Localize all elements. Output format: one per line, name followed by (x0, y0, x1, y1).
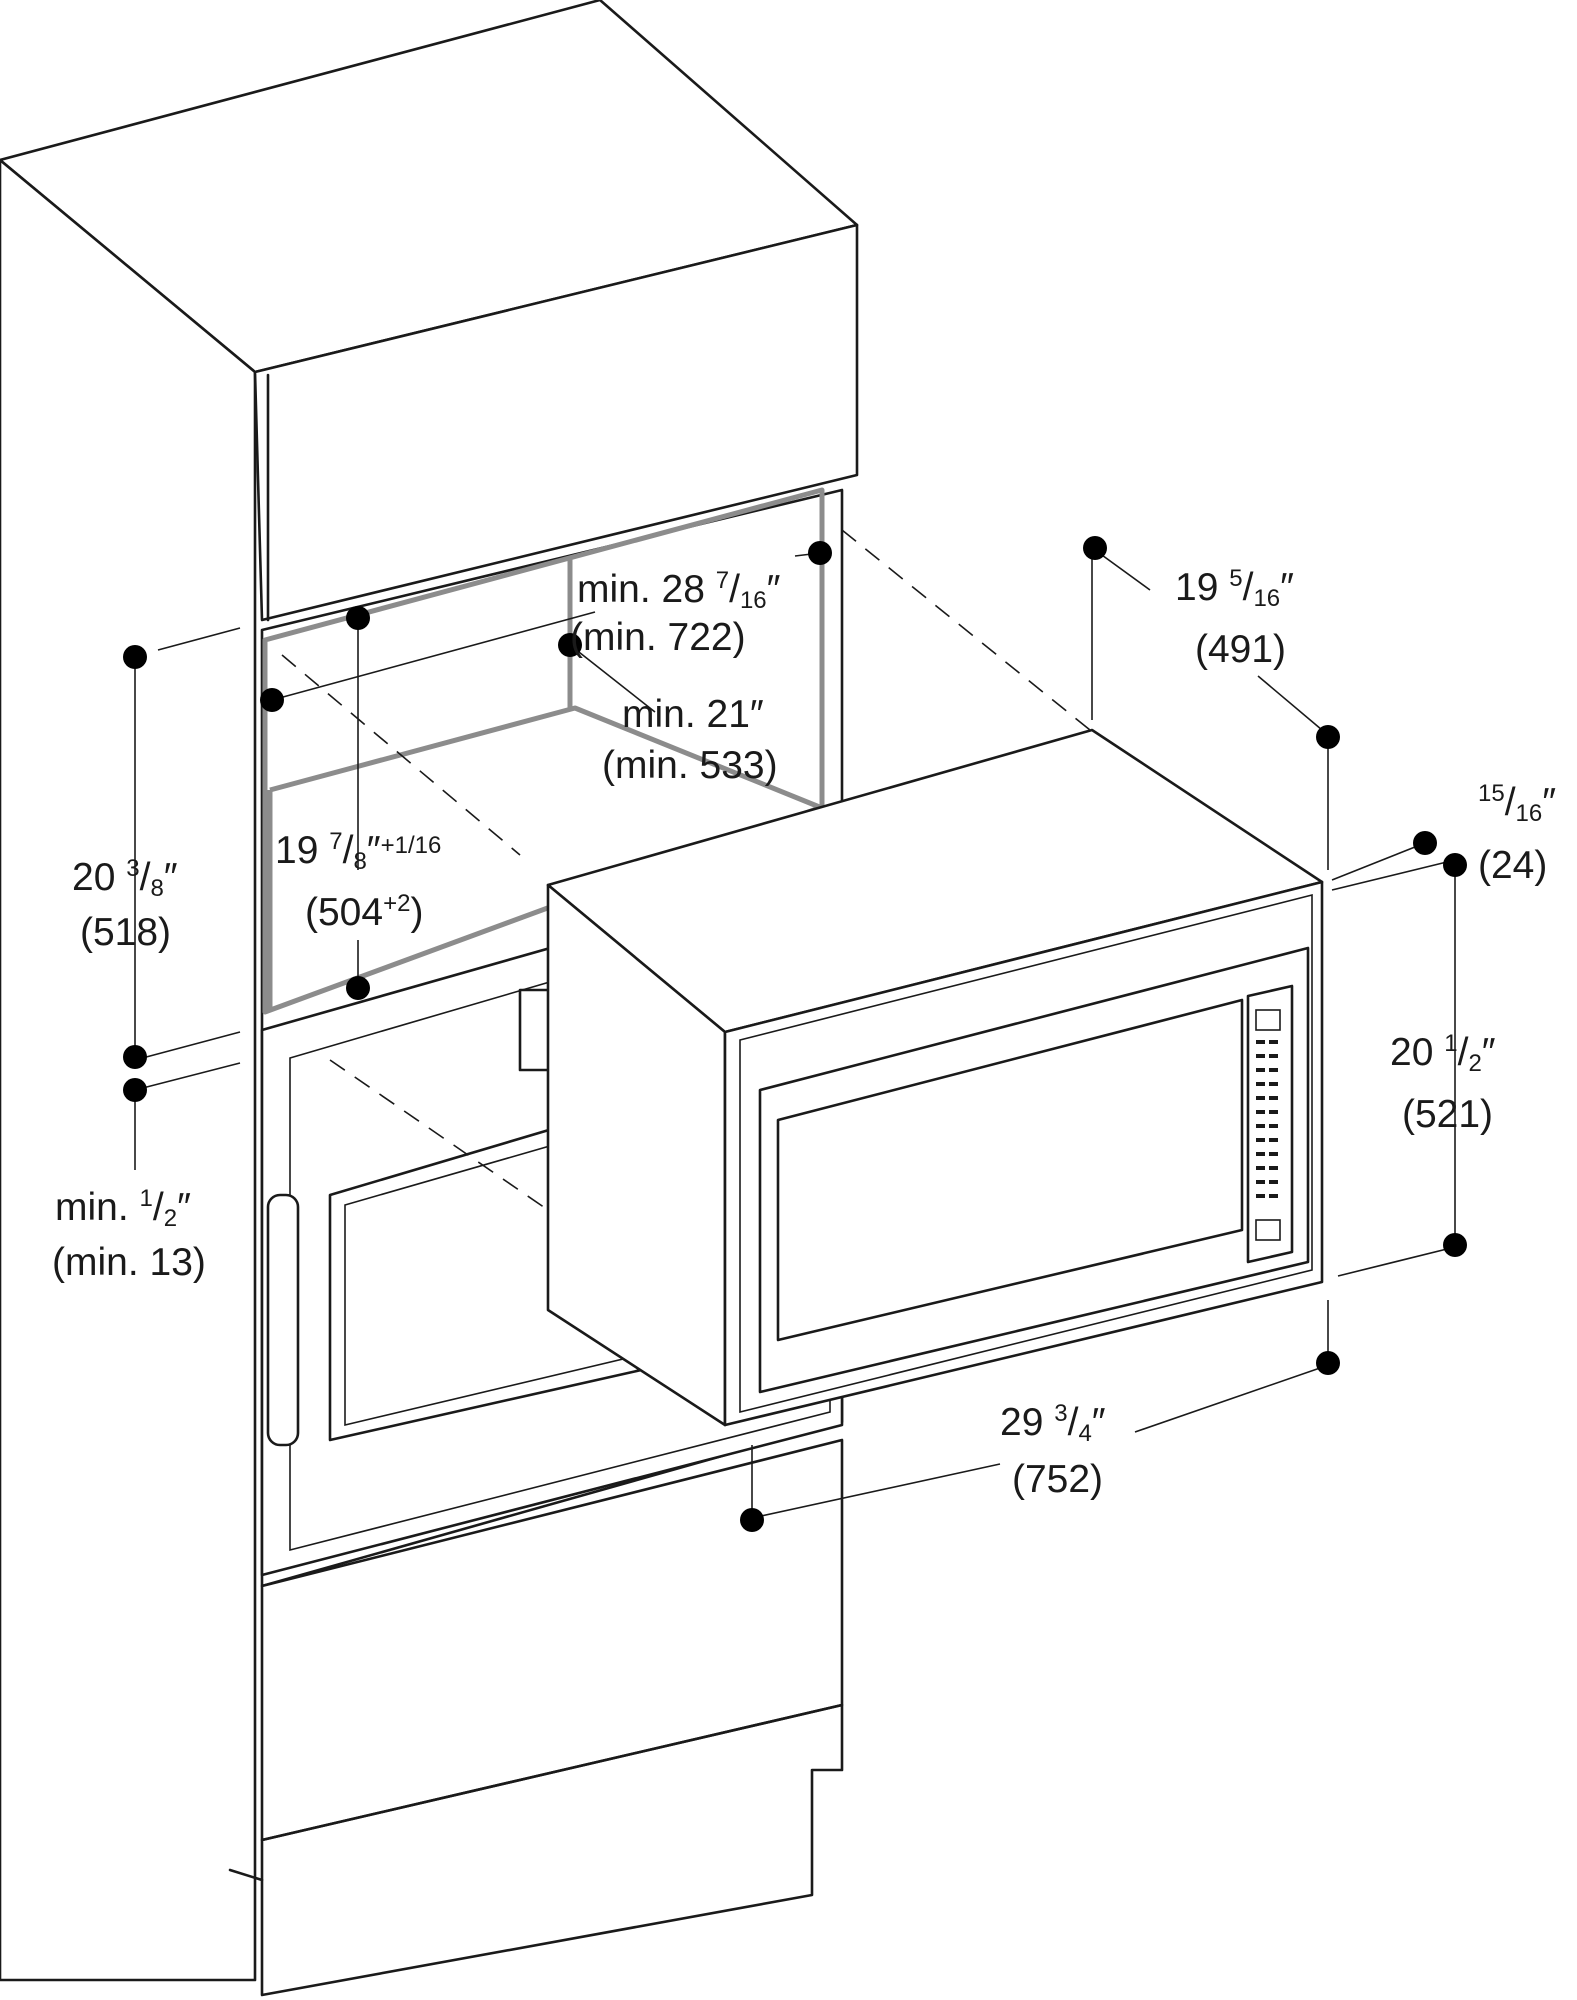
keypad-button (1269, 1054, 1278, 1058)
dimension-dot (1413, 831, 1437, 855)
depth-metric: (491) (1195, 628, 1286, 671)
display (1255, 1009, 1281, 1031)
keypad-button (1256, 1138, 1265, 1142)
keypad-button (1269, 1068, 1278, 1072)
start-button (1255, 1219, 1281, 1241)
cutout-width-imperial: min. 28 7/16″ (577, 567, 781, 614)
keypad-button (1269, 1096, 1278, 1100)
cutout-width-metric: (min. 722) (570, 616, 746, 659)
dimension-dot (1316, 1351, 1340, 1375)
keypad (1256, 1040, 1278, 1198)
dimension-dot (123, 1078, 147, 1102)
label-height: 20 1/2″ (521) (1390, 1030, 1496, 1136)
oven-hinge (518, 988, 552, 1072)
cutout-depth-metric: (min. 533) (602, 744, 778, 787)
dimension-dot (123, 645, 147, 669)
keypad-button (1269, 1082, 1278, 1086)
frame-depth-metric: (24) (1478, 844, 1547, 887)
width-metric: (752) (1012, 1458, 1103, 1501)
keypad-button (1256, 1082, 1265, 1086)
frame-depth-imperial: 15/16″ (1478, 780, 1556, 827)
dimension-dot (346, 606, 370, 630)
keypad-button (1256, 1180, 1265, 1184)
dimension-dot (260, 688, 284, 712)
cutout-height-metric: (504+2) (305, 890, 423, 934)
microwave-window (776, 998, 1244, 1342)
label-cutout-height: 19 7/8″+1/16 (504+2) (275, 828, 441, 934)
label-frame-depth: 15/16″ (24) (1478, 780, 1556, 887)
label-min-gap: min. 1/2″ (min. 13) (52, 1185, 206, 1284)
dimension-lines (134, 549, 1456, 1519)
keypad-button (1256, 1054, 1265, 1058)
keypad-button (1269, 1138, 1278, 1142)
label-depth: 19 5/16″ (491) (1175, 565, 1294, 671)
height-imperial: 20 1/2″ (1390, 1030, 1496, 1077)
upper-cabinet-door (253, 223, 859, 622)
dimension-dot (123, 1045, 147, 1069)
keypad-button (1269, 1166, 1278, 1170)
dimension-dot (1443, 1233, 1467, 1257)
keypad-button (1256, 1166, 1265, 1170)
min-gap-imperial: min. 1/2″ (55, 1185, 191, 1232)
side-height-metric: (518) (80, 911, 171, 954)
dimension-dot (558, 633, 582, 657)
depth-imperial: 19 5/16″ (1175, 565, 1294, 612)
dimension-dot (1316, 725, 1340, 749)
dimension-dots (123, 536, 1467, 1532)
label-cutout-width: min. 28 7/16″ (min. 722) (570, 567, 781, 659)
keypad-button (1269, 1152, 1278, 1156)
cutout-height-imperial: 19 7/8″+1/16 (275, 828, 441, 875)
width-imperial: 29 3/4″ (1000, 1400, 1106, 1447)
keypad-button (1269, 1194, 1278, 1198)
height-metric: (521) (1402, 1093, 1493, 1136)
label-cutout-depth: min. 21″ (min. 533) (602, 693, 778, 787)
keypad-button (1256, 1152, 1265, 1156)
keypad-button (1256, 1110, 1265, 1114)
cutout-depth-imperial: min. 21″ (622, 693, 764, 736)
keypad-button (1256, 1096, 1265, 1100)
keypad-button (1269, 1040, 1278, 1044)
min-gap-metric: (min. 13) (52, 1241, 206, 1284)
keypad-button (1269, 1110, 1278, 1114)
projection-lines (281, 529, 1091, 1211)
dimension-dot (740, 1508, 764, 1532)
keypad-button (1256, 1194, 1265, 1198)
keypad-button (1256, 1040, 1265, 1044)
microwave-door (758, 946, 1310, 1394)
keypad-button (1269, 1124, 1278, 1128)
dimension-dot (1083, 536, 1107, 560)
cabinet-side (0, 158, 257, 1982)
dimension-dot (1443, 853, 1467, 877)
side-height-imperial: 20 3/8″ (72, 855, 178, 902)
control-panel (1246, 984, 1294, 1264)
keypad-button (1269, 1180, 1278, 1184)
oven-handle (266, 1193, 300, 1447)
keypad-button (1256, 1124, 1265, 1128)
microwave (546, 728, 1324, 1427)
label-side-height: 20 3/8″ (518) (72, 855, 178, 954)
label-width: 29 3/4″ (752) (1000, 1400, 1106, 1501)
dimension-dot (346, 976, 370, 1000)
keypad-button (1256, 1068, 1265, 1072)
dimension-dot (808, 541, 832, 565)
